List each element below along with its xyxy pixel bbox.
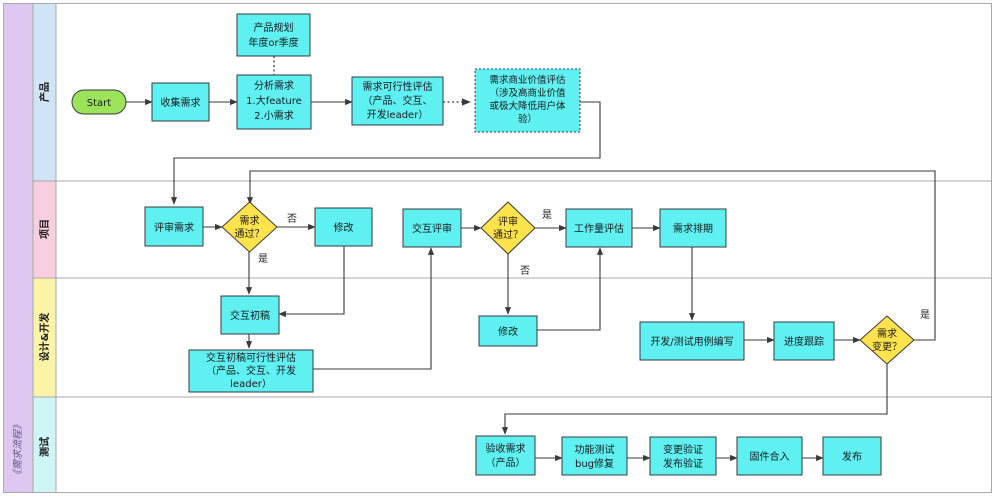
svg-text:变更？: 变更？ (872, 340, 902, 353)
svg-text:需求: 需求 (877, 328, 897, 340)
svg-text:年度or季度: 年度or季度 (248, 36, 298, 49)
svg-text:收集需求: 收集需求 (161, 96, 201, 109)
edge-label-pass2-yes: 是 (542, 209, 552, 221)
svg-text:发布: 发布 (842, 450, 862, 463)
svg-text:1.大feature: 1.大feature (246, 94, 302, 107)
node-business-value-eval[interactable]: 需求商业价值评估 （涉及高商业价值 或极大降低用户体 验） (474, 68, 581, 133)
svg-text:通过？: 通过？ (493, 228, 523, 241)
node-collect-requirements[interactable]: 收集需求 (151, 82, 210, 122)
node-modify-2[interactable]: 修改 (478, 315, 538, 347)
lane-label-test: 测试 (38, 437, 51, 457)
svg-text:或极大降低用户体: 或极大降低用户体 (489, 100, 566, 112)
node-interaction-review[interactable]: 交互评审 (402, 208, 462, 248)
svg-text:验收需求: 验收需求 (486, 442, 526, 455)
node-product-plan[interactable]: 产品规划 年度or季度 (236, 13, 311, 57)
svg-text:需求排期: 需求排期 (673, 222, 713, 235)
node-draft-feasibility-eval[interactable]: 交互初稿可行性评估 （产品、交互、开发 leader） (188, 349, 314, 393)
svg-text:需求: 需求 (240, 215, 260, 227)
svg-text:分析需求: 分析需求 (254, 79, 294, 92)
node-firmware-merge[interactable]: 固件合入 (736, 436, 803, 476)
svg-text:评审需求: 评审需求 (154, 221, 194, 234)
edge-modify2-workload (537, 247, 604, 331)
node-decision-pass1[interactable]: 需求 通过？ (221, 201, 278, 253)
svg-text:通过？: 通过？ (235, 227, 265, 240)
svg-text:固件合入: 固件合入 (750, 450, 790, 463)
node-modify-1[interactable]: 修改 (314, 207, 373, 247)
edge-draft-eval-ix-review (313, 247, 435, 370)
node-progress-track[interactable]: 进度跟踪 (773, 321, 835, 361)
edge-change-yes (246, 170, 936, 341)
edge-modify1-draft (278, 246, 345, 318)
node-decision-pass2[interactable]: 评审 通过？ (480, 201, 536, 255)
svg-text:（涉及高商业价值: （涉及高商业价值 (489, 87, 566, 99)
outer-label: 《需求流程》 (12, 420, 24, 480)
node-function-test[interactable]: 功能测试 bug修复 (561, 436, 628, 476)
svg-text:bug修复: bug修复 (575, 457, 614, 470)
svg-text:交互初稿可行性评估: 交互初稿可行性评估 (206, 351, 296, 364)
svg-text:需求商业价值评估: 需求商业价值评估 (489, 74, 566, 86)
svg-text:Start: Start (87, 98, 112, 109)
outer-label-strip (4, 4, 33, 492)
svg-text:工作量评估: 工作量评估 (574, 222, 624, 235)
node-start[interactable]: Start (71, 89, 127, 115)
edge-label-pass1-no: 否 (287, 213, 297, 225)
svg-text:（产品、交互、开发: （产品、交互、开发 (206, 364, 296, 377)
svg-text:进度跟踪: 进度跟踪 (784, 335, 824, 348)
edge-business-review (170, 101, 601, 205)
lane-header-design-dev (33, 278, 56, 397)
node-schedule[interactable]: 需求排期 (659, 208, 727, 248)
node-decision-change[interactable]: 需求 变更？ (859, 315, 915, 365)
node-acceptance[interactable]: 验收需求 （产品） (475, 435, 536, 476)
svg-text:产品规划: 产品规划 (254, 21, 294, 34)
node-analyze-requirements[interactable]: 分析需求 1.大feature 2.小需求 (236, 74, 312, 130)
svg-text:2.小需求: 2.小需求 (254, 110, 294, 122)
node-workload-eval[interactable]: 工作量评估 (565, 208, 633, 248)
svg-text:功能测试: 功能测试 (575, 443, 615, 456)
node-feasibility-eval[interactable]: 需求可行性评估 （产品、交互、 开发leader） (351, 76, 444, 126)
node-review-requirements[interactable]: 评审需求 (144, 206, 204, 247)
edge-label-pass1-yes: 是 (258, 253, 268, 265)
lane-label-design-dev: 设计&开发 (38, 312, 51, 362)
svg-text:修改: 修改 (334, 221, 354, 234)
svg-text:开发/测试用例编写: 开发/测试用例编写 (650, 335, 733, 348)
svg-text:（产品、交互、: （产品、交互、 (363, 94, 433, 107)
svg-text:leader）: leader） (230, 378, 272, 390)
node-release[interactable]: 发布 (822, 436, 882, 476)
lane-header-test (33, 397, 56, 492)
lane-header-project (33, 181, 56, 278)
node-interaction-draft[interactable]: 交互初稿 (220, 295, 280, 335)
edge-label-change-yes: 是 (920, 309, 930, 321)
svg-text:修改: 修改 (498, 325, 518, 338)
lane-label-product: 产品 (38, 82, 51, 102)
svg-text:（产品）: （产品） (486, 456, 526, 469)
edge-label-pass2-no: 否 (520, 265, 530, 277)
svg-text:验）: 验） (518, 113, 537, 125)
svg-text:交互评审: 交互评审 (412, 222, 452, 235)
svg-text:变更验证: 变更验证 (663, 443, 703, 456)
lane-label-project: 项目 (39, 219, 51, 239)
svg-text:发布验证: 发布验证 (663, 457, 703, 470)
svg-text:交互初稿: 交互初稿 (230, 309, 270, 322)
node-dev-testcase[interactable]: 开发/测试用例编写 (639, 321, 745, 361)
lane-header-product (33, 4, 56, 181)
node-change-verify[interactable]: 变更验证 发布验证 (649, 436, 717, 476)
svg-text:需求可行性评估: 需求可行性评估 (363, 80, 433, 93)
svg-text:评审: 评审 (498, 215, 518, 228)
edge-change-accept (501, 364, 888, 435)
svg-text:开发leader）: 开发leader） (367, 108, 429, 121)
